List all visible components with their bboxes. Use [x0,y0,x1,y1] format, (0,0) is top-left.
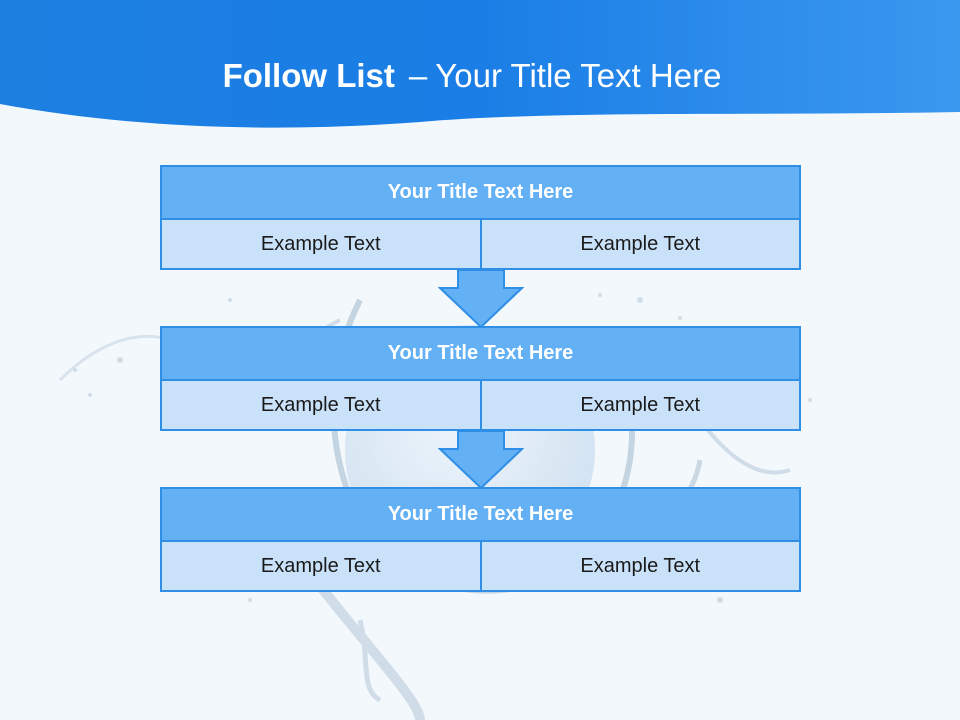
block-row: Example Text Example Text [160,220,801,270]
list-block-3: Your Title Text Here Example Text Exampl… [160,487,801,592]
title-dash: – [408,57,428,94]
title-bold-part: Follow List [222,57,395,94]
list-block-2: Your Title Text Here Example Text Exampl… [160,326,801,431]
block-title: Your Title Text Here [160,165,801,220]
list-block-1: Your Title Text Here Example Text Exampl… [160,165,801,270]
header-wave [0,0,960,128]
block-row: Example Text Example Text [160,542,801,592]
block-left-cell: Example Text [160,542,482,592]
block-title: Your Title Text Here [160,487,801,542]
block-left-cell: Example Text [160,220,482,270]
slide-title: Follow List–Your Title Text Here [0,56,944,96]
block-left-cell: Example Text [160,381,482,431]
block-title: Your Title Text Here [160,326,801,381]
down-arrow-2 [438,431,524,489]
down-arrow-1 [438,270,524,328]
block-right-cell: Example Text [481,381,801,431]
title-subtitle-part: Your Title Text Here [435,57,722,94]
block-right-cell: Example Text [481,542,801,592]
block-row: Example Text Example Text [160,381,801,431]
block-right-cell: Example Text [481,220,801,270]
